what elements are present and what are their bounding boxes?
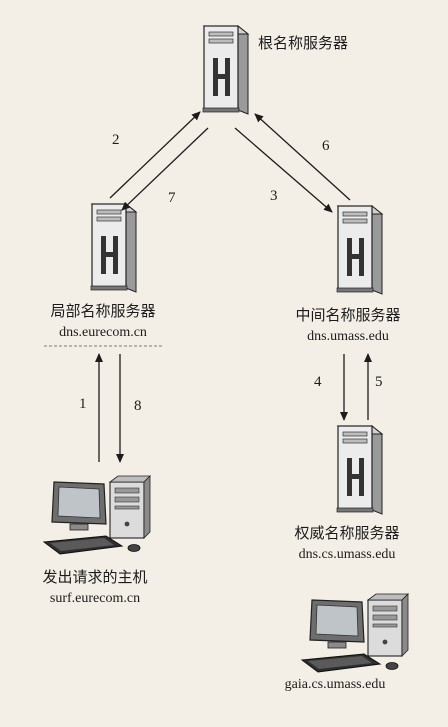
intermediate-server-label: 中间名称服务器 bbox=[295, 306, 401, 324]
step-2-label: 2 bbox=[112, 132, 120, 148]
local-server-host: dns.eurecom.cn bbox=[59, 325, 147, 340]
target-host-name: gaia.cs.umass.edu bbox=[284, 677, 386, 692]
arrow-step-6 bbox=[254, 113, 351, 201]
intermediate-server-icon bbox=[336, 205, 383, 295]
intermediate-server-host: dns.umass.edu bbox=[307, 329, 389, 344]
authoritative-server-icon bbox=[336, 425, 383, 515]
local-server-icon bbox=[90, 203, 137, 293]
step-3-label: 3 bbox=[270, 188, 278, 204]
requester-host-label: 发出请求的主机 bbox=[42, 568, 148, 586]
authoritative-server-host: dns.cs.umass.edu bbox=[298, 547, 396, 562]
root-server-icon bbox=[202, 25, 249, 115]
arrow-step-3 bbox=[234, 127, 333, 213]
local-server-label: 局部名称服务器 bbox=[50, 302, 156, 320]
step-8-label: 8 bbox=[134, 398, 142, 414]
step-4-label: 4 bbox=[314, 374, 322, 390]
arrow-step-2 bbox=[109, 111, 201, 199]
root-server-label: 根名称服务器 bbox=[258, 34, 349, 52]
step-1-label: 1 bbox=[79, 396, 87, 412]
arrow-step-7 bbox=[121, 127, 209, 211]
step-6-label: 6 bbox=[322, 138, 330, 154]
target-computer-icon bbox=[301, 593, 409, 673]
authoritative-server-label: 权威名称服务器 bbox=[294, 524, 400, 542]
step-7-label: 7 bbox=[168, 190, 176, 206]
requester-host-name: surf.eurecom.cn bbox=[49, 591, 141, 606]
step-5-label: 5 bbox=[375, 374, 383, 390]
requester-computer-icon bbox=[43, 475, 151, 555]
